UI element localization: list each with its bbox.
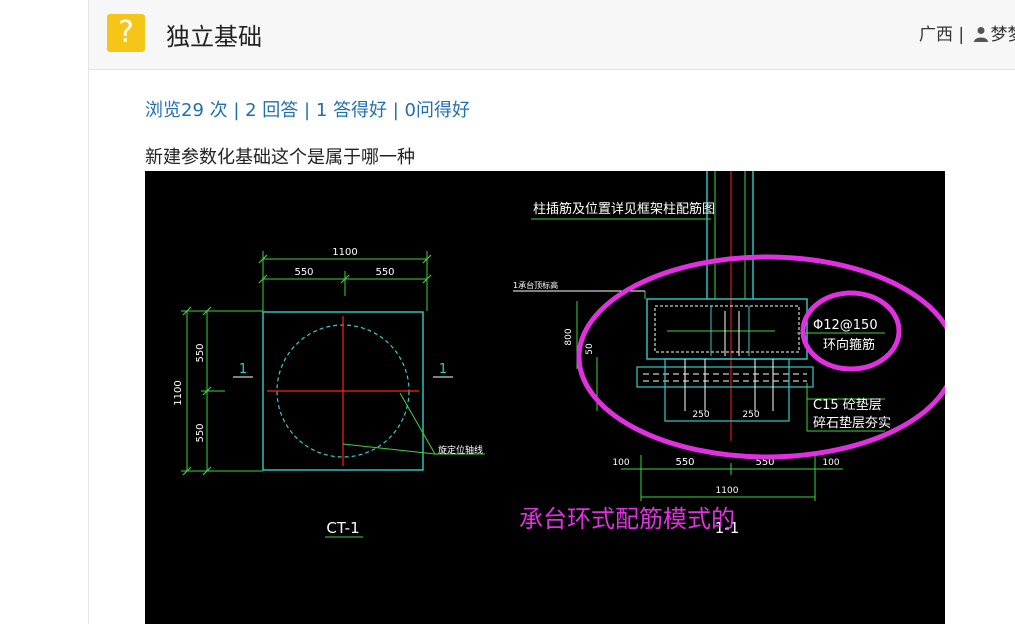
dim-side-upper: 550	[195, 343, 206, 362]
header-meta: 广西 | 梦梦	[919, 20, 1015, 45]
dim-bottom-100-right: 100	[822, 458, 839, 468]
question-stats[interactable]: 浏览29 次 | 2 回答 | 1 答得好 | 0问得好	[145, 100, 470, 121]
dim-50: 50	[585, 343, 595, 355]
left-gutter	[0, 0, 89, 624]
region-link[interactable]: 广西	[919, 25, 953, 45]
dim-top-right: 550	[375, 267, 394, 278]
meta-separator: |	[958, 25, 965, 45]
dim-top-total: 1100	[332, 247, 357, 258]
note-top: 柱插筋及位置详见框架柱配筋图	[533, 201, 715, 217]
cushion-2: 碎石垫层夯实	[813, 415, 891, 431]
dim-bottom-100-left: 100	[612, 458, 629, 468]
rebar-label: Φ12@150	[813, 318, 878, 333]
level-note: 1承台顶标高	[513, 280, 558, 290]
dim-top-left: 550	[294, 267, 313, 278]
question-text: 新建参数化基础这个是属于哪一种	[145, 147, 415, 168]
username-link[interactable]: 梦梦	[990, 25, 1015, 45]
annotation-ellipse-large	[576, 254, 945, 460]
question-mark-icon: ?	[107, 14, 145, 52]
dim-250-right: 250	[742, 410, 759, 420]
rebar-desc: 环向箍筋	[823, 337, 875, 353]
dim-bottom-total: 1100	[716, 486, 739, 496]
section-label: 1-1	[715, 519, 740, 537]
plan-view: 1100 550 550 1100 550 550	[173, 247, 485, 538]
user-icon	[973, 27, 988, 42]
dim-side-lower: 550	[195, 423, 206, 442]
page-header: ? 独立基础 广西 | 梦梦	[89, 0, 1015, 70]
section-mark-left: 1	[239, 362, 247, 377]
dim-side-total: 1100	[173, 380, 184, 405]
plan-label: CT-1	[326, 519, 359, 537]
dim-250-left: 250	[692, 410, 709, 420]
annotation-ellipse-small	[800, 290, 902, 372]
cushion-1: C15 砼垫层	[813, 397, 882, 413]
page-title: 独立基础	[166, 23, 262, 51]
dim-bottom-550-right: 550	[755, 457, 774, 468]
question-image[interactable]: 1100 550 550 1100 550 550	[145, 171, 945, 624]
section-view: 柱插筋及位置详见框架柱配筋图 1承台顶标高 800	[513, 171, 891, 537]
cad-drawing: 1100 550 550 1100 550 550	[173, 171, 945, 538]
dim-height: 800	[564, 328, 574, 345]
dim-bottom-550-left: 550	[675, 457, 694, 468]
callout-label: 旋定位轴线	[438, 444, 483, 456]
annotation-text: 承台环式配筋模式的	[519, 505, 735, 533]
section-mark-right: 1	[439, 362, 447, 377]
